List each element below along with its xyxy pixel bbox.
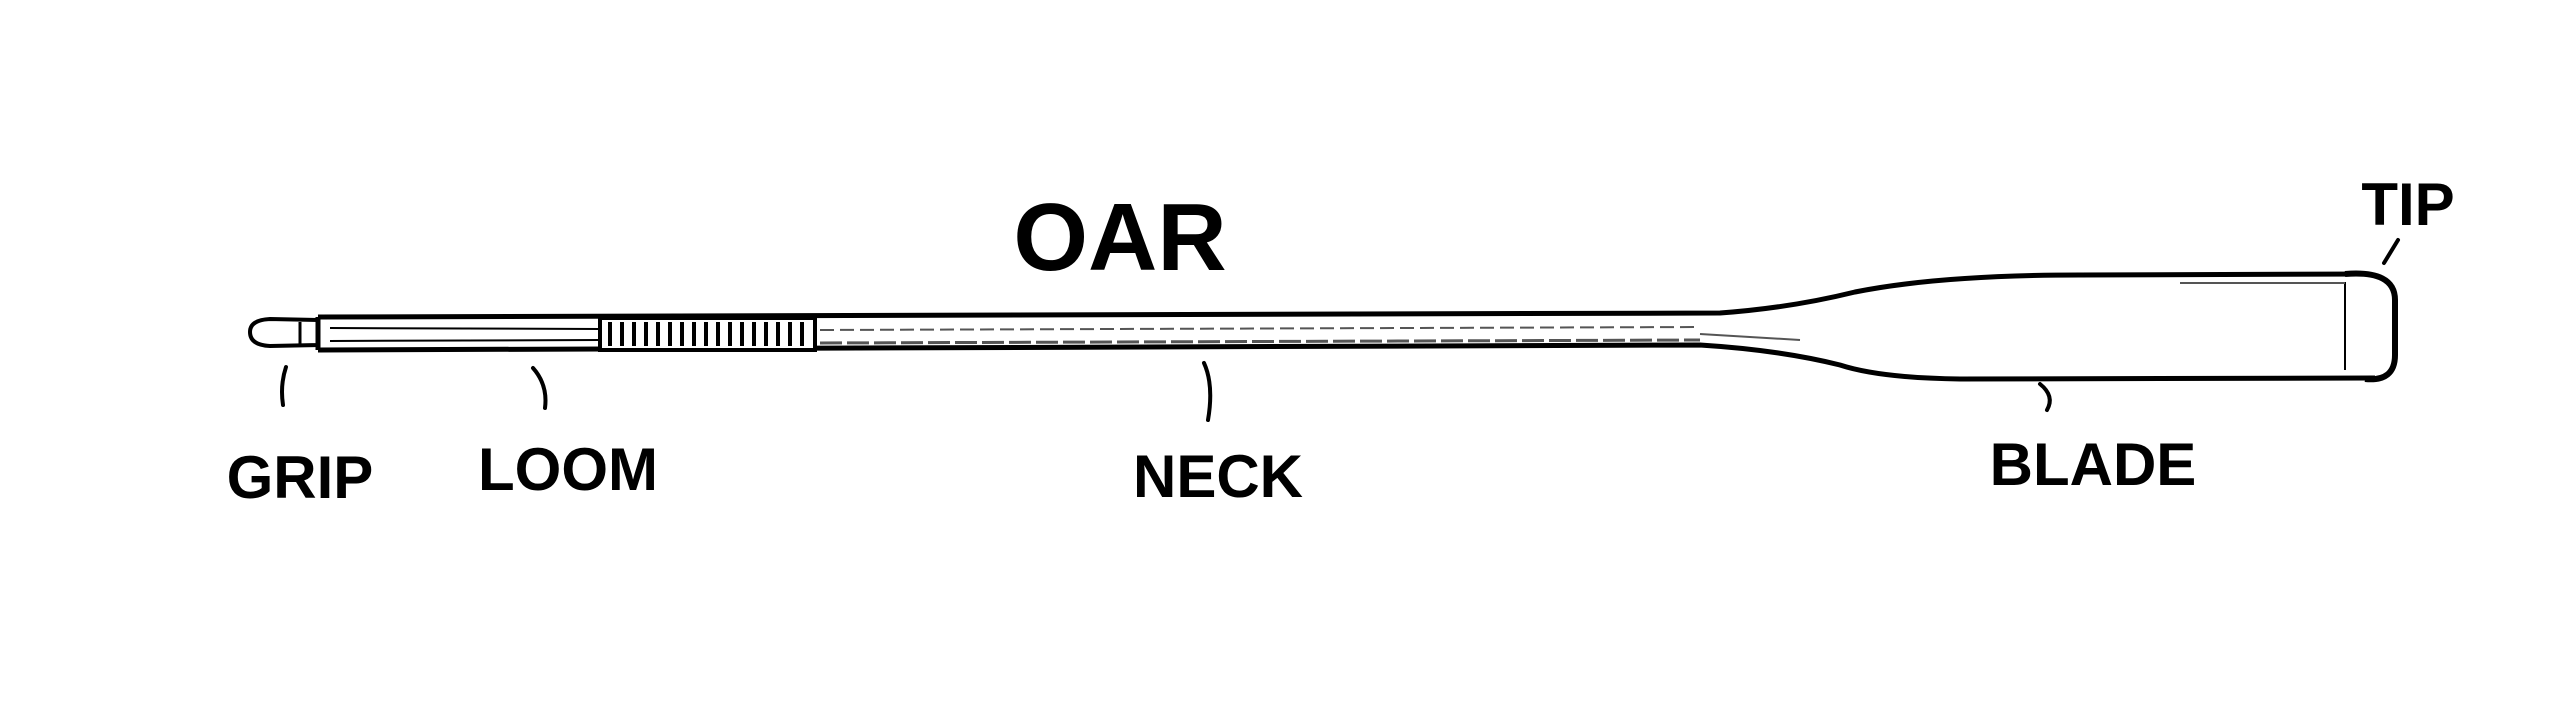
neck-leader [1202,361,1213,422]
loom-leader [531,366,548,410]
blade-leader [2038,382,2052,412]
oar-illustration [247,238,2400,422]
blade-label: BLADE [1990,431,2197,498]
tip-leader [2382,238,2400,265]
loom-label: LOOM [478,436,658,503]
diagram-title: OAR [1013,184,1226,291]
oar-blade [2180,270,2398,383]
oar-collar [598,316,817,352]
oar-shaft [315,271,2376,382]
neck-label: NECK [1133,443,1303,510]
grip-leader [280,365,288,407]
tip-label: TIP [2361,171,2454,238]
oar-grip [247,316,320,349]
grip-label: GRIP [227,444,374,511]
